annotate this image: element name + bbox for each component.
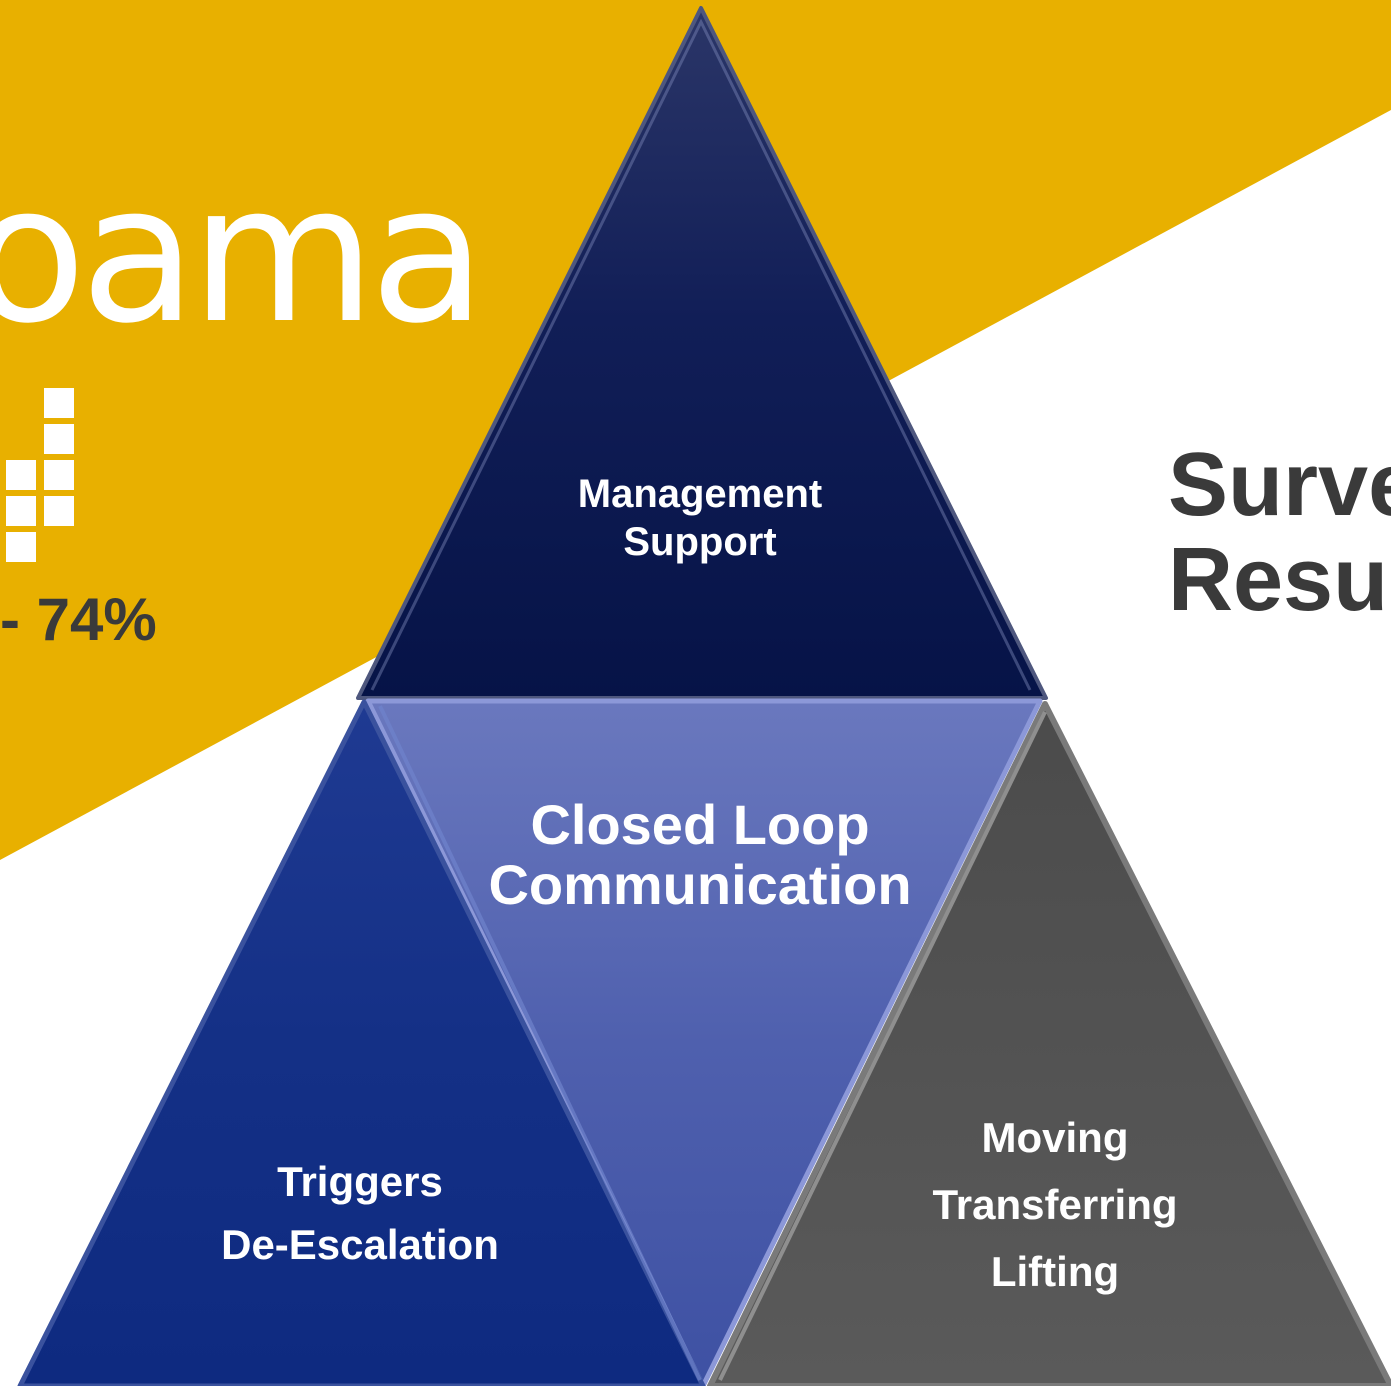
- brand-wordmark: oama: [0, 144, 486, 365]
- survey-title-line2: Resu: [1168, 529, 1389, 630]
- triggers-line1: Triggers: [277, 1158, 443, 1205]
- survey-title: Surve Resu: [1168, 438, 1391, 627]
- triangle-moving-label: Moving Transferring Lifting: [855, 1104, 1255, 1306]
- moving-line3: Lifting: [990, 1248, 1120, 1296]
- triangle-management-highlight: [370, 18, 1032, 691]
- moving-line2: Transferring: [932, 1181, 1178, 1229]
- communication-line2: Communication: [488, 853, 912, 917]
- triangle-communication-label: Closed Loop Communication: [440, 793, 960, 917]
- stat-percentage: - 74%: [0, 586, 157, 653]
- triangle-management: [356, 6, 1048, 700]
- triangle-triggers-label: Triggers De-Escalation: [160, 1150, 560, 1276]
- communication-line1: Closed Loop: [530, 793, 870, 856]
- survey-title-line1: Surve: [1168, 435, 1391, 535]
- triggers-line2: De-Escalation: [221, 1221, 499, 1268]
- block-grid-logo-icon: [6, 388, 74, 562]
- triangle-triggers-highlight: [378, 705, 702, 1381]
- moving-line1: Moving: [981, 1114, 1129, 1161]
- triangle-moving: [707, 701, 1391, 1386]
- triangle-moving-edge: [718, 711, 1047, 1381]
- management-line1: Management: [577, 472, 823, 516]
- management-line2: Support: [623, 520, 777, 564]
- triangle-triggers: [17, 699, 706, 1386]
- triangle-management-label: Management Support: [500, 470, 900, 566]
